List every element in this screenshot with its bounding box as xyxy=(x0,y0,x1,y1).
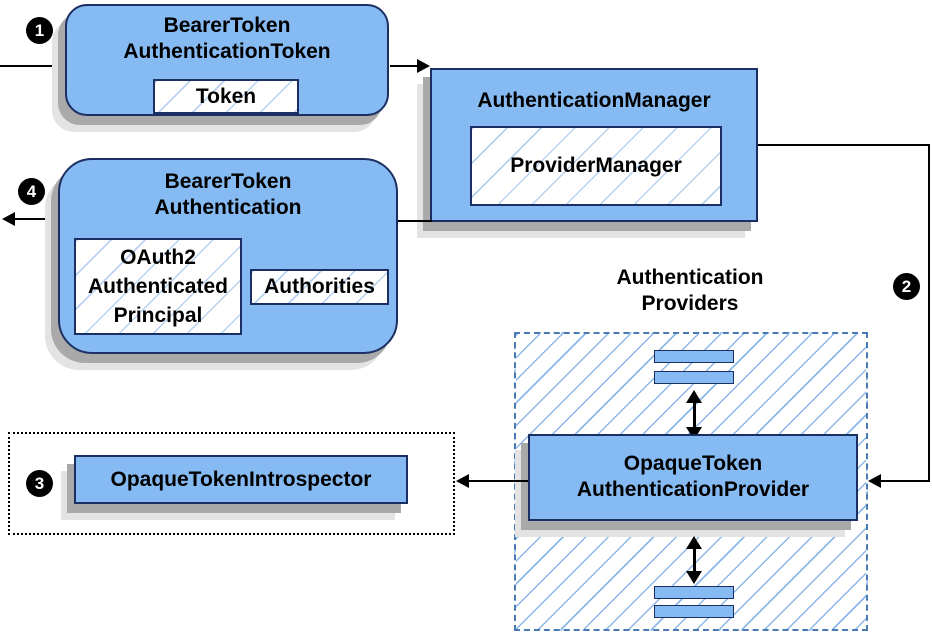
flow-line-step2-down xyxy=(928,144,930,482)
step-4-badge: 4 xyxy=(18,178,45,205)
providers-label-line1: Authentication xyxy=(616,266,764,289)
authentication-providers-label: Authentication Providers xyxy=(555,265,825,317)
step-3-badge: 3 xyxy=(26,470,53,497)
authorities-label: Authorities xyxy=(264,275,375,298)
step-2-badge: 2 xyxy=(893,273,920,300)
oti-title: OpaqueTokenIntrospector xyxy=(110,467,372,491)
provider-placeholder-bar xyxy=(654,586,734,599)
oauth2-authenticated-principal-chip: OAuth2 Authenticated Principal xyxy=(74,238,242,335)
provider-manager-label: ProviderManager xyxy=(510,154,682,177)
bearer-token-authentication-token-box: BearerToken AuthenticationToken Token xyxy=(65,4,389,116)
principal-line1: OAuth2 xyxy=(120,246,196,269)
authentication-providers-container: OpaqueToken AuthenticationProvider xyxy=(514,332,868,631)
am-title: AuthenticationManager xyxy=(477,89,711,112)
double-arrow-shaft xyxy=(692,545,696,575)
provider-placeholder-bar xyxy=(654,371,734,384)
flow-line-step2-into-provider xyxy=(880,480,930,482)
flow-line-to-introspector xyxy=(468,480,528,482)
btat-title-line1: BearerToken xyxy=(163,14,291,37)
bearer-token-authentication-box: BearerToken Authentication OAuth2 Authen… xyxy=(58,158,398,354)
btat-title-line2: AuthenticationToken xyxy=(123,40,331,63)
provider-placeholder-bar xyxy=(654,350,734,363)
arrowhead-up-icon xyxy=(686,390,702,403)
flow-line-to-manager xyxy=(390,65,418,67)
arrowhead-left-icon xyxy=(2,212,15,226)
otap-title-line1: OpaqueToken xyxy=(623,452,763,475)
otap-title-line2: AuthenticationProvider xyxy=(576,478,810,501)
token-chip: Token xyxy=(153,79,299,114)
double-arrow-icon xyxy=(686,390,702,440)
arrowhead-left-icon xyxy=(868,474,881,488)
provider-placeholder-bar xyxy=(654,605,734,618)
flow-line-step2-top xyxy=(758,144,930,146)
opaque-token-introspector-box: OpaqueTokenIntrospector xyxy=(74,455,408,504)
double-arrow-icon xyxy=(686,536,702,584)
authentication-manager-box: AuthenticationManager ProviderManager xyxy=(430,68,758,222)
providers-label-line2: Providers xyxy=(641,292,739,315)
provider-manager-chip: ProviderManager xyxy=(470,126,722,206)
bta-title-line2: Authentication xyxy=(154,196,302,219)
step-1-badge: 1 xyxy=(26,17,53,44)
arrowhead-down-icon xyxy=(686,571,702,584)
arrowhead-left-icon xyxy=(456,474,469,488)
introspector-container: OpaqueTokenIntrospector xyxy=(8,432,455,535)
principal-line3: Principal xyxy=(113,304,203,327)
double-arrow-shaft xyxy=(692,399,696,431)
principal-line2: Authenticated xyxy=(87,275,228,298)
arrowhead-up-icon xyxy=(686,536,702,549)
arrowhead-right-icon xyxy=(417,59,430,73)
opaque-token-authentication-provider-box: OpaqueToken AuthenticationProvider xyxy=(528,434,858,521)
authorities-chip: Authorities xyxy=(250,269,389,305)
flow-line-outgoing xyxy=(14,218,60,220)
bta-title-line1: BearerToken xyxy=(164,170,292,193)
flow-line-manager-to-result xyxy=(398,220,432,222)
token-chip-label: Token xyxy=(195,84,257,108)
flow-line-incoming xyxy=(0,65,66,67)
